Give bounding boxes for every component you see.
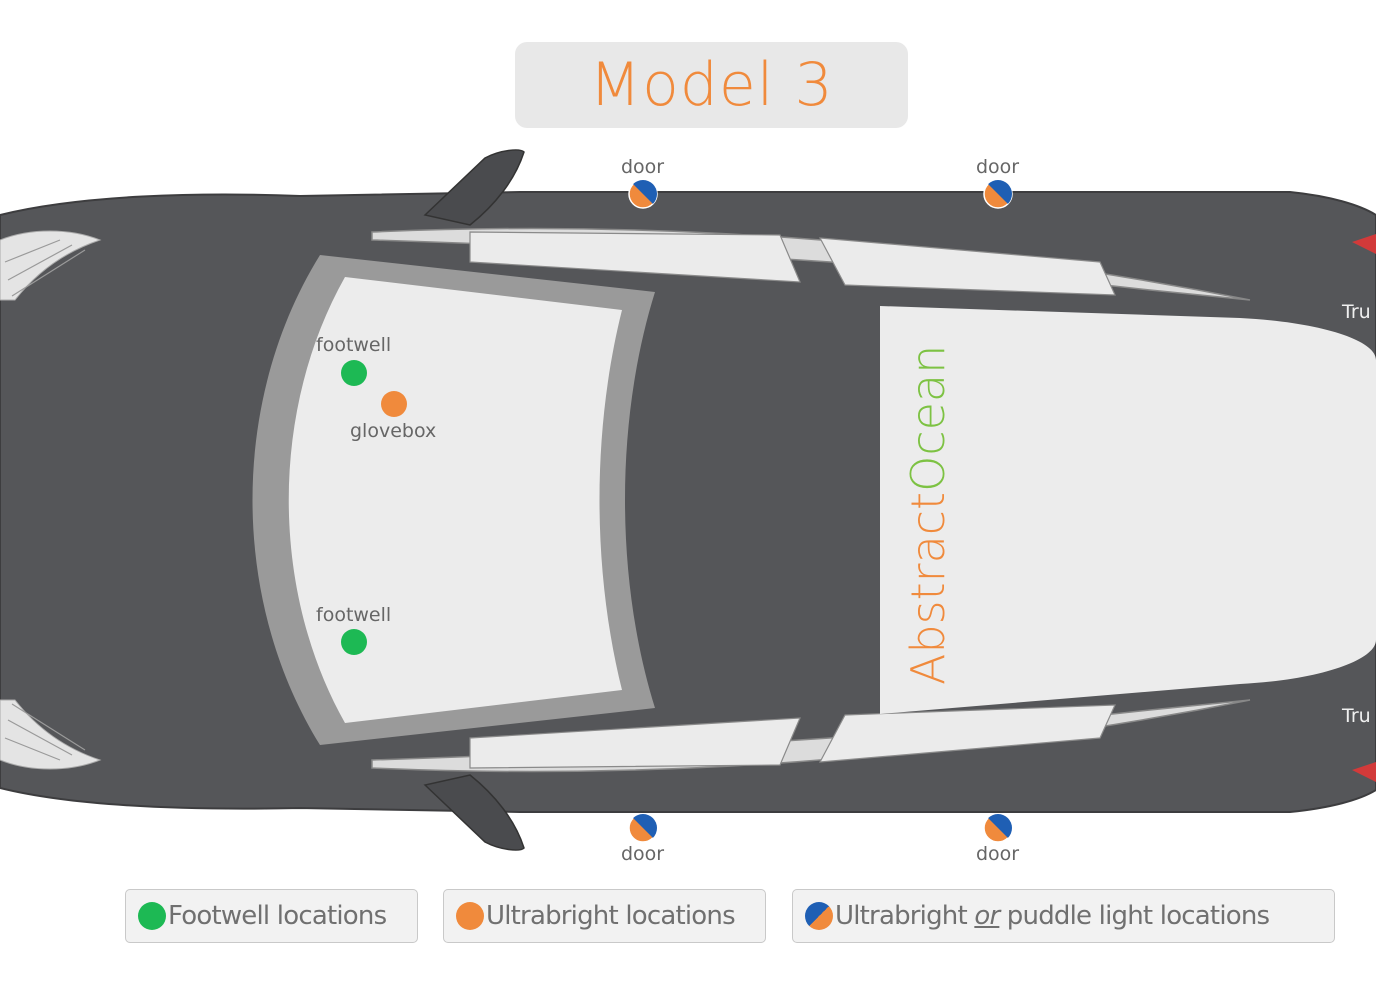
trunk-label-bottom: Tru bbox=[1341, 705, 1371, 727]
footwell-marker-top bbox=[341, 360, 367, 386]
door-label-top-rear: door bbox=[976, 156, 1019, 178]
legend-puddle-post: puddle light locations bbox=[999, 901, 1270, 931]
puddle-legend-icon bbox=[805, 902, 833, 930]
door-label-bottom-front: door bbox=[621, 843, 664, 865]
footwell-label-bottom: footwell bbox=[316, 604, 391, 626]
legend-footwell-label: Footwell locations bbox=[168, 901, 387, 931]
legend-ultrabright-label: Ultrabright locations bbox=[486, 901, 736, 931]
mirror-bottom bbox=[423, 774, 525, 851]
glovebox-label: glovebox bbox=[350, 420, 436, 442]
footwell-label-top: footwell bbox=[316, 334, 391, 356]
roof-panel bbox=[655, 292, 880, 708]
brand-logo: AbstractOcean bbox=[901, 345, 955, 685]
page-title: Model 3 bbox=[589, 50, 834, 120]
door-marker-bottom-rear bbox=[983, 813, 1013, 843]
brand-logo-part1: Abstract bbox=[901, 492, 955, 685]
taillight-top bbox=[1352, 234, 1376, 254]
title-box: Model 3 bbox=[515, 42, 908, 128]
door-label-top-front: door bbox=[621, 156, 664, 178]
door-marker-top-front bbox=[628, 179, 658, 209]
windshield bbox=[288, 277, 622, 723]
legend-footwell: Footwell locations bbox=[125, 889, 418, 943]
legend-ultrabright: Ultrabright locations bbox=[443, 889, 766, 943]
footwell-legend-icon bbox=[138, 902, 166, 930]
door-label-bottom-rear: door bbox=[976, 843, 1019, 865]
brand-logo-part2: Ocean bbox=[901, 345, 955, 492]
footwell-marker-bottom bbox=[341, 629, 367, 655]
taillight-bottom bbox=[1352, 762, 1376, 782]
legend-puddle: Ultrabright or puddle light locations bbox=[792, 889, 1335, 943]
legend-puddle-label: Ultrabright or puddle light locations bbox=[835, 901, 1270, 931]
mirror-top bbox=[423, 149, 525, 226]
door-marker-top-rear bbox=[983, 179, 1013, 209]
trunk-label-top: Tru bbox=[1341, 301, 1371, 323]
legend-puddle-or: or bbox=[974, 901, 1000, 931]
ultrabright-legend-icon bbox=[456, 902, 484, 930]
glovebox-marker bbox=[381, 391, 407, 417]
headlight-bottom bbox=[0, 699, 102, 770]
legend-puddle-pre: Ultrabright bbox=[835, 901, 975, 931]
rear-glass bbox=[880, 306, 1376, 714]
door-marker-bottom-front bbox=[628, 813, 658, 843]
headlight-top bbox=[0, 230, 102, 301]
